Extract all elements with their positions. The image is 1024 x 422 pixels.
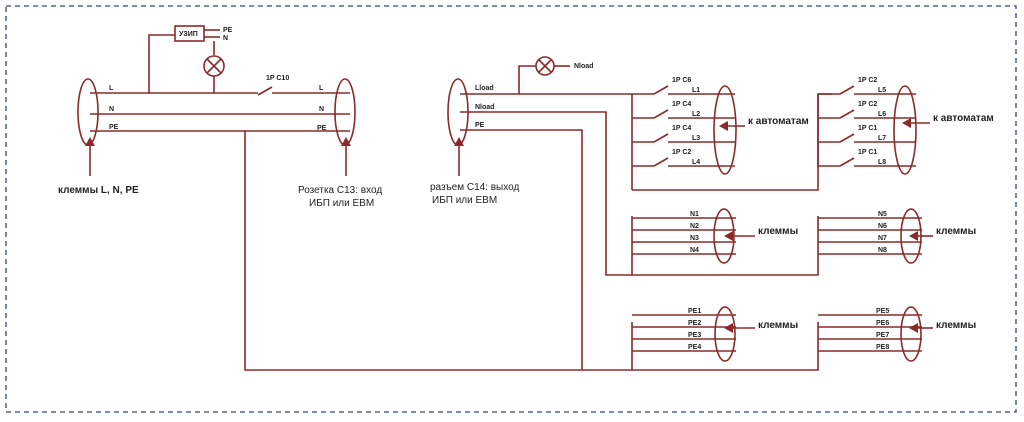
input-caption: клеммы L, N, PE — [58, 185, 139, 196]
terminal-label: PE8 — [876, 344, 889, 351]
terminal-label: N4 — [690, 247, 699, 254]
breaker-line-label: L5 — [878, 87, 886, 94]
terminals-label-n-b: клеммы — [936, 226, 976, 237]
left-input-section: 1P C10 УЗИП PE N L N PE клеммы L, N, PE … — [58, 25, 382, 209]
socket-pe-label: PE — [317, 125, 327, 132]
uzip-pe-label: PE — [223, 27, 233, 34]
uzip-label: УЗИП — [179, 31, 198, 38]
terminals-label-pe-b: клеммы — [936, 320, 976, 331]
input-plug-connector — [77, 78, 99, 146]
socket-l-label: L — [319, 85, 324, 92]
ups-output-section: Lload Nload PE разъем С14: выход ИБП или… — [430, 56, 632, 370]
breaker-contact — [653, 109, 669, 119]
breaker-contact — [839, 133, 855, 143]
terminal-label: N5 — [878, 211, 887, 218]
terminal-label: PE6 — [876, 320, 889, 327]
pe-bundle-a — [714, 306, 736, 362]
breaker-line-label: L4 — [692, 159, 700, 166]
arrow-icon — [902, 118, 911, 128]
terminal-label: N2 — [690, 223, 699, 230]
input-l-label: L — [109, 85, 114, 92]
breaker-contact — [839, 85, 855, 95]
breaker-line-label: L2 — [692, 111, 700, 118]
arrow-icon — [724, 231, 733, 241]
breaker-rating-label: 1P C4 — [672, 101, 691, 108]
socket-caption-line2: ИБП или EBM — [309, 198, 374, 209]
ups-caption-line2: ИБП или EBM — [432, 195, 497, 206]
terminal-label: PE3 — [688, 332, 701, 339]
terminal-label: PE7 — [876, 332, 889, 339]
breaker-rating-label: 1P C1 — [858, 149, 877, 156]
ups-pe-label: PE — [475, 122, 485, 129]
ups-caption-line1: разъем С14: выход — [430, 182, 519, 193]
breaker-contact — [839, 157, 855, 167]
terminal-label: N6 — [878, 223, 887, 230]
arrow-icon — [85, 137, 95, 146]
terminal-label: N7 — [878, 235, 887, 242]
socket-caption-line1: Розетка С13: вход — [298, 185, 382, 196]
terminal-label: PE4 — [688, 344, 701, 351]
ups-lload-label: Lload — [475, 85, 494, 92]
breaker-bundle-b — [893, 85, 917, 175]
output-lamp-label: Nload — [574, 63, 593, 70]
uzip-n-label: N — [223, 35, 228, 42]
terminal-label: PE1 — [688, 308, 701, 315]
to-breakers-label-a: к автоматам — [748, 116, 809, 127]
terminals-label-n-a: клеммы — [758, 226, 798, 237]
breaker-rating-label: 1P C4 — [672, 125, 691, 132]
arrow-icon — [719, 121, 728, 131]
breaker-line-label: L6 — [878, 111, 886, 118]
breaker-contact — [653, 133, 669, 143]
terminal-label: N3 — [690, 235, 699, 242]
arrow-icon — [909, 231, 918, 241]
terminal-label: PE2 — [688, 320, 701, 327]
breaker-contact — [839, 109, 855, 119]
arrow-icon — [724, 323, 733, 333]
pe-bundle-b — [900, 306, 922, 362]
main-breaker-label: 1P C10 — [266, 75, 289, 82]
arrow-icon — [454, 137, 464, 146]
breaker-line-label: L8 — [878, 159, 886, 166]
breaker-line-label: L7 — [878, 135, 886, 142]
breaker-rating-label: 1P C2 — [858, 77, 877, 84]
main-breaker-contact — [257, 86, 273, 96]
breaker-rating-label: 1P C6 — [672, 77, 691, 84]
breaker-rating-label: 1P C2 — [672, 149, 691, 156]
dashed-frame — [5, 5, 1017, 413]
terminals-label-pe-a: клеммы — [758, 320, 798, 331]
terminal-label: PE5 — [876, 308, 889, 315]
input-pe-label: PE — [109, 124, 119, 131]
arrow-icon — [341, 137, 351, 146]
pe-return-wire — [244, 131, 632, 371]
terminal-label: N1 — [690, 211, 699, 218]
breaker-line-label: L1 — [692, 87, 700, 94]
terminal-label: N8 — [878, 247, 887, 254]
socket-n-label: N — [319, 106, 324, 113]
uzip-box — [174, 25, 205, 42]
input-n-label: N — [109, 106, 114, 113]
breaker-contact — [653, 85, 669, 95]
breaker-line-label: L3 — [692, 135, 700, 142]
to-breakers-label-b: к автоматам — [933, 113, 994, 124]
arrow-icon — [909, 323, 918, 333]
breaker-bundle-a — [713, 85, 737, 175]
breaker-rating-label: 1P C1 — [858, 125, 877, 132]
breaker-rating-label: 1P C2 — [858, 101, 877, 108]
socket-c13-connector — [334, 78, 356, 146]
ups-nload-label: Nload — [475, 104, 494, 111]
breaker-contact — [653, 157, 669, 167]
